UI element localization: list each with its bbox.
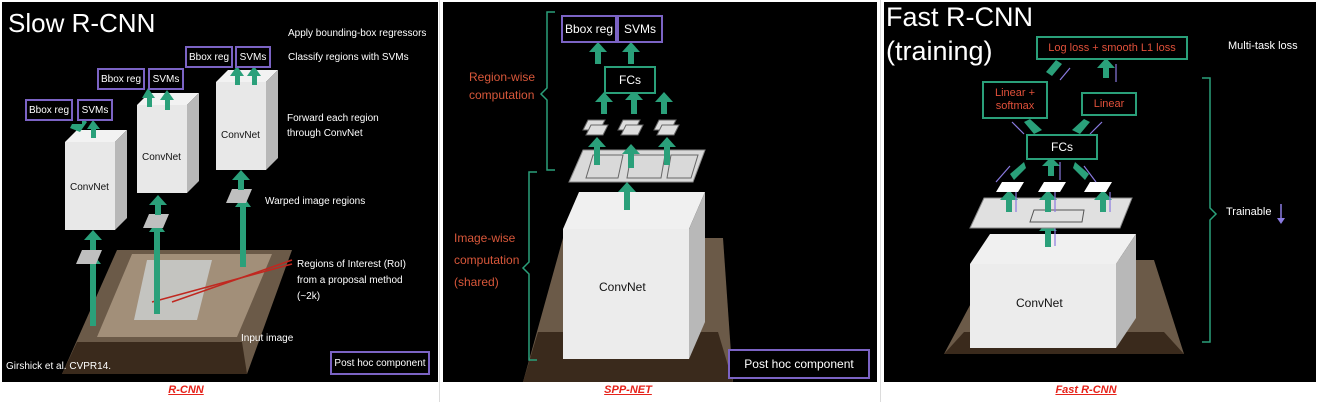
convnet-label: ConvNet (1016, 296, 1063, 310)
step-roi-3: (~2k) (297, 291, 321, 302)
sppnet-panel: Bbox reg SVMs FCs Region-wise computatio… (443, 2, 877, 382)
panel-title-line-1: Fast R-CNN (886, 2, 1033, 32)
panel-title: Slow R-CNN (8, 8, 156, 38)
divider-2 (880, 0, 881, 402)
divider-1 (439, 0, 440, 402)
region-wise-label-2: computation (469, 88, 535, 102)
step-warped: Warped image regions (265, 196, 366, 207)
step-apply-regressors: Apply bounding-box regressors (288, 28, 427, 39)
convnet-label-2: ConvNet (142, 152, 181, 163)
step-forward-2: through ConvNet (287, 128, 363, 139)
linear-softmax-line-2: softmax (995, 100, 1035, 112)
fcs-box: FCs (604, 66, 656, 94)
panel-title-line-2: (training) (886, 36, 993, 66)
svms-box: SVMs (617, 15, 663, 43)
sppnet-caption-link[interactable]: SPP-NET (604, 384, 652, 396)
rcnn-diagram-graphics (62, 66, 293, 374)
post-hoc-legend: Post hoc component (728, 349, 870, 379)
svms-box-1: SVMs (77, 99, 113, 121)
linear-softmax-line-1: Linear + (994, 87, 1036, 99)
image-wise-label-3: (shared) (454, 275, 499, 289)
svms-box-2: SVMs (148, 68, 184, 90)
region-wise-label-1: Region-wise (469, 70, 536, 84)
bbox-reg-box: Bbox reg (561, 15, 617, 43)
sppnet-diagram-graphics (521, 11, 733, 382)
rcnn-panel: Slow R-CNN Apply bounding-box regressors… (2, 2, 438, 382)
step-input-image: Input image (241, 333, 294, 344)
image-wise-label-1: Image-wise (454, 231, 516, 245)
loss-box: Log loss + smooth L1 loss (1036, 36, 1188, 60)
fast-rcnn-caption-link[interactable]: Fast R-CNN (1055, 384, 1117, 396)
step-roi-1: Regions of Interest (RoI) (297, 259, 406, 270)
trainable-label: Trainable (1226, 206, 1272, 218)
linear-softmax-box: Linear + softmax (982, 81, 1048, 119)
multitask-loss-label: Multi-task loss (1228, 40, 1298, 52)
post-hoc-legend: Post hoc component (330, 351, 430, 375)
step-classify-svms: Classify regions with SVMs (288, 52, 409, 63)
fast-rcnn-panel: Fast R-CNN (training) Log loss + smooth … (884, 2, 1316, 382)
convnet-label: ConvNet (599, 280, 646, 294)
bbox-reg-box-2: Bbox reg (97, 68, 145, 90)
convnet-label-3: ConvNet (221, 130, 260, 141)
rcnn-caption-link[interactable]: R-CNN (168, 384, 204, 396)
linear-box: Linear (1081, 92, 1137, 116)
bbox-reg-box-3: Bbox reg (185, 46, 233, 68)
image-wise-label-2: computation (454, 253, 520, 267)
step-forward-1: Forward each region (287, 113, 379, 124)
fcs-box: FCs (1026, 134, 1098, 160)
fast-rcnn-diagram-graphics (944, 58, 1285, 354)
bbox-reg-box-1: Bbox reg (25, 99, 73, 121)
convnet-label-1: ConvNet (70, 182, 109, 193)
svms-box-3: SVMs (235, 46, 271, 68)
step-roi-2: from a proposal method (297, 275, 403, 286)
citation: Girshick et al. CVPR14. (6, 361, 112, 372)
